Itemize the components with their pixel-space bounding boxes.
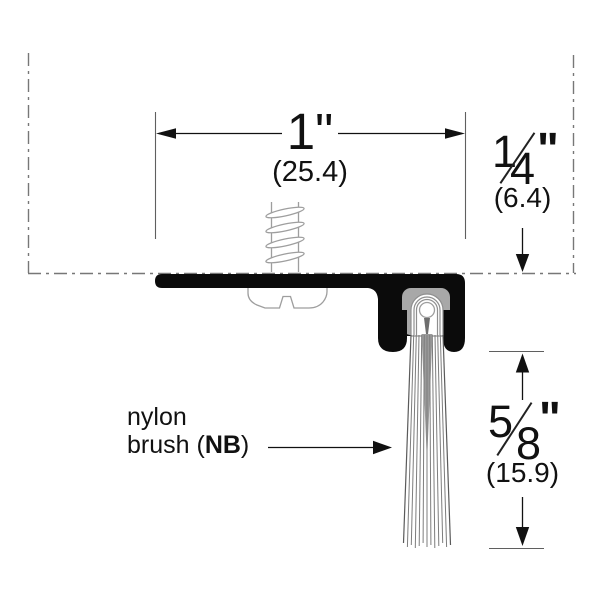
brush-bristle-line [439,334,448,548]
offset-dim-metric: (6.4) [493,182,552,213]
width-dimension-metric: (25.4) [272,156,348,188]
brush-dim-metric: (15.9) [485,457,560,488]
brush-bristle-line [418,334,423,547]
screw-head-outline [247,288,328,309]
brush-bristle-line [442,334,452,546]
brush-label-abbrev: NB [204,431,241,459]
offset-dim-inch-mark: " [537,123,559,175]
brush-label-line2-pre: brush ( [127,431,205,459]
brush-label-leader [268,440,392,455]
width-dimension [154,112,467,239]
profile-channel-feet [378,310,465,352]
brush-fold-contour [413,296,441,335]
arrowhead-right-icon [445,128,465,139]
arrowhead-down-icon [515,254,530,272]
brush-bristle-line [410,334,417,546]
brush-bristle-line [402,334,412,544]
screw-thread [265,251,305,264]
brush-bristle-line [437,334,444,544]
brush-label-line1: nylon [127,403,187,431]
brush-bristle-line [414,334,420,549]
screw-thread [265,206,305,219]
screw-thread [265,236,305,249]
brush-bristle-line [431,334,436,549]
brush-center-shadow-top [424,318,430,342]
offset-dimension-leader [515,228,530,272]
mounting-screw [265,202,305,272]
brush-dim-inch-mark: " [539,392,561,444]
profile-left-foot [378,310,407,352]
arrowhead-down-icon [515,527,530,546]
brush-length-dimension [489,350,544,550]
brush-bristle-line [429,334,432,546]
brush-bristles [402,334,452,549]
profile-right-foot [443,310,465,352]
arrowhead-up-icon [515,353,530,373]
brush-bristle-line [434,334,440,547]
brush-retaining-rod [418,301,436,319]
nylon-brush [402,293,452,549]
brush-label-line2: brush (NB) [127,433,249,458]
profile-inner-fillet [368,288,378,299]
offset-dim-denominator: 4 [510,143,536,194]
door-phantom-lines [27,53,576,275]
brush-bristle-line [406,334,415,548]
brush-dim-denominator: 8 [516,418,542,469]
arrowhead-right-icon [373,440,392,455]
width-dimension-value: 1" [286,103,334,160]
brush-label-line2-post: ) [240,431,250,459]
brush-bristle-line [422,334,425,544]
screw-thread [265,221,305,234]
brush-fold-contour [415,298,439,335]
arrowhead-left-icon [156,128,176,139]
